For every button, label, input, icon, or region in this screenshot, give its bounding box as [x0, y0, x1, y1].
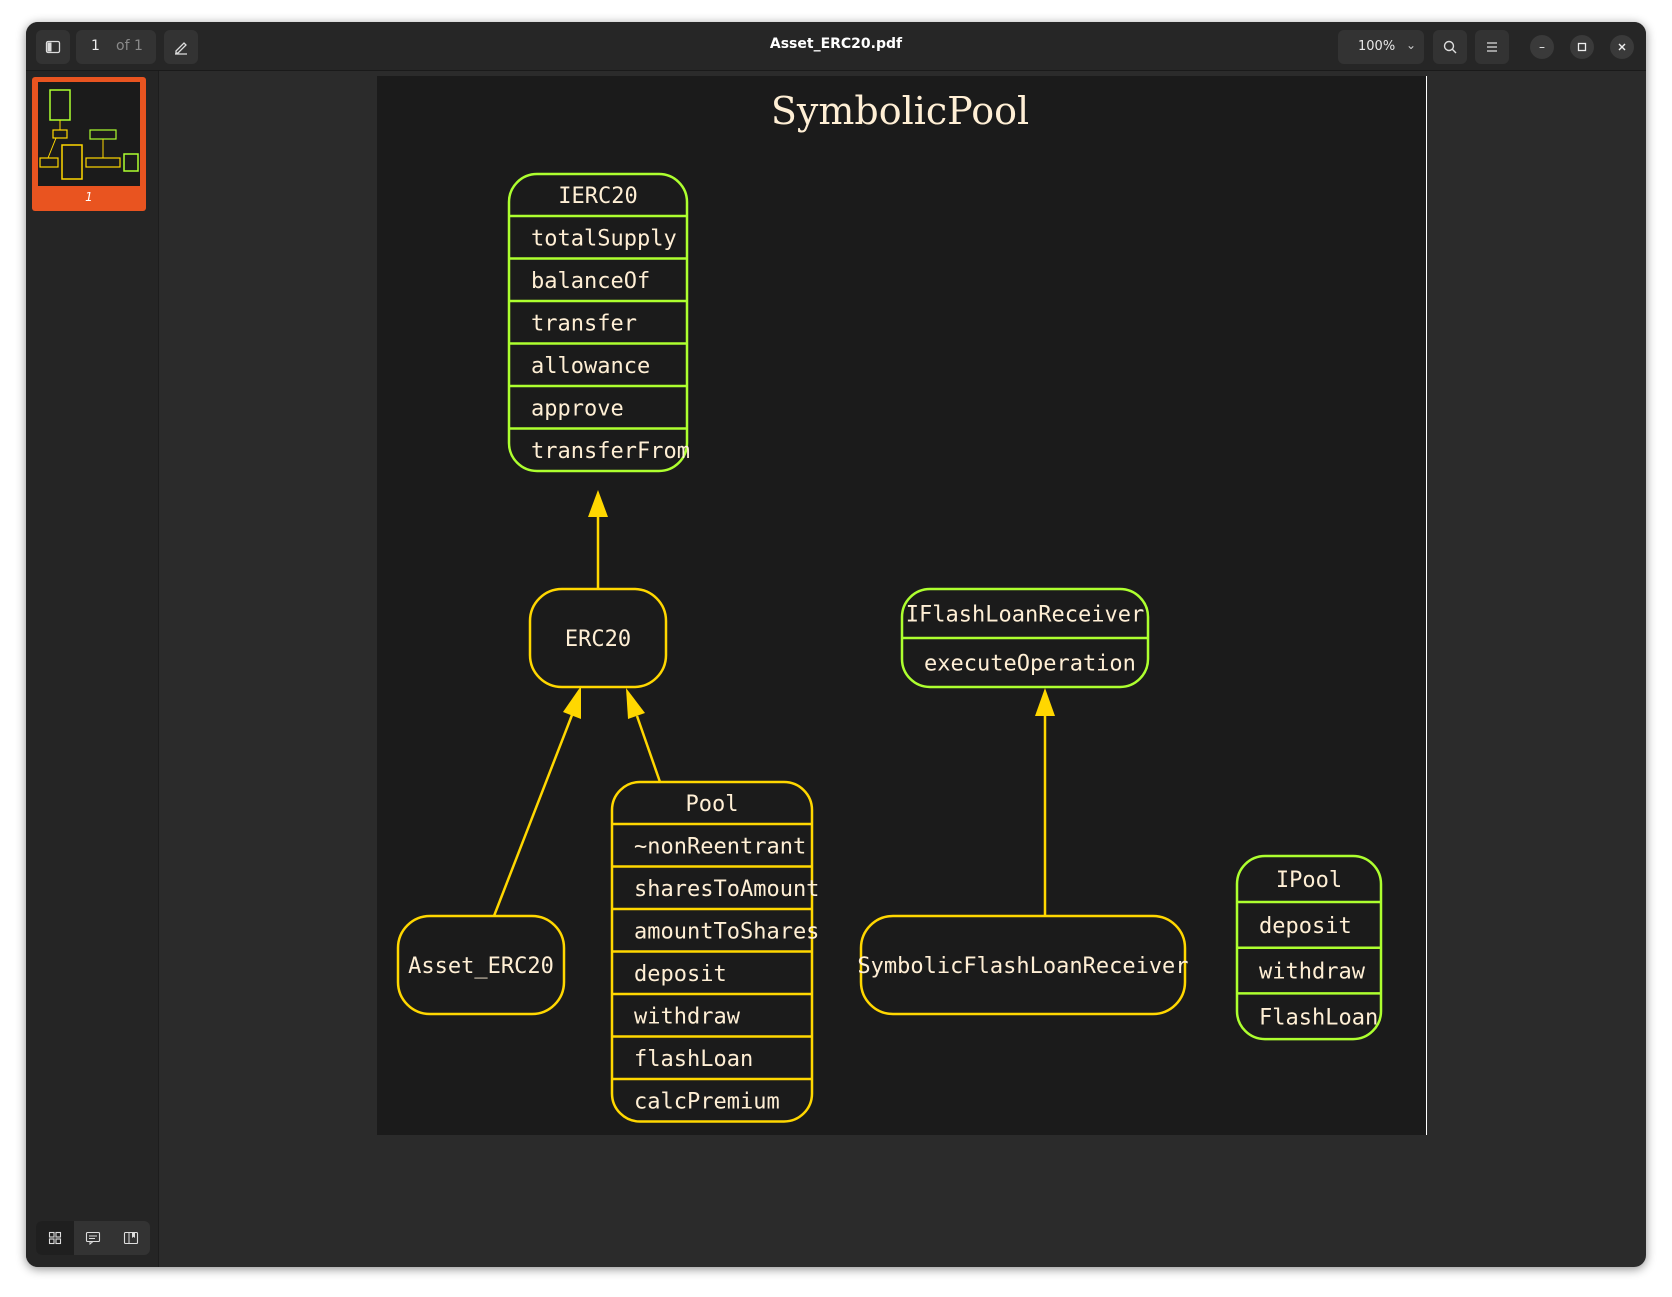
pdf-page: SymbolicPool IERC20 totalSupply balanceOf t… — [377, 76, 1428, 1135]
bookmark-icon — [123, 1231, 139, 1245]
thumbnail-sidebar: 1 — [26, 71, 159, 1267]
node-member: amountToShares — [634, 919, 819, 944]
node-header: IERC20 — [558, 184, 637, 209]
thumbnail-page-number: 1 — [85, 190, 93, 204]
bookmarks-mode-button[interactable] — [112, 1221, 150, 1255]
annotate-button[interactable] — [164, 30, 198, 64]
inheritance-arrows — [492, 490, 1055, 917]
node-header: IFlashLoanReceiver — [906, 603, 1144, 628]
maximize-icon — [1577, 42, 1587, 52]
node-member: totalSupply — [531, 226, 677, 251]
node-member: deposit — [634, 962, 727, 987]
zoom-level: 100% — [1358, 39, 1396, 54]
chevron-down-icon: ⌄ — [1406, 38, 1417, 52]
node-member: balanceOf — [531, 269, 650, 294]
page-number-entry[interactable]: 1 of 1 — [76, 30, 156, 64]
node-ierc20: IERC20 totalSupply balanceOf transfer allowa… — [507, 172, 690, 473]
page-total: of 1 — [116, 38, 143, 54]
pdf-viewer-window: 1 of 1 Asset_ERC20.pdf 100% ⌄ — [26, 22, 1646, 1267]
thumbnail-preview — [38, 82, 140, 186]
thumbnails-mode-button[interactable] — [36, 1221, 74, 1255]
sidebar-toggle-icon — [45, 40, 61, 54]
minimize-icon: – — [1539, 40, 1545, 54]
node-iflashloanreceiver: IFlashLoanReceiver executeOperation — [900, 587, 1150, 689]
search-icon — [1443, 40, 1457, 54]
comment-icon — [85, 1231, 101, 1245]
sidebar-toggle-button[interactable] — [36, 30, 70, 64]
node-member: FlashLoan — [1259, 1005, 1378, 1030]
main-menu-button[interactable] — [1475, 30, 1509, 64]
header-bar: 1 of 1 Asset_ERC20.pdf 100% ⌄ — [26, 22, 1646, 71]
node-member: deposit — [1259, 914, 1352, 939]
node-header: IPool — [1276, 868, 1342, 893]
node-header: Pool — [686, 792, 739, 817]
node-member: ~nonReentrant — [634, 834, 806, 859]
node-header: SymbolicFlashLoanReceiver — [857, 954, 1188, 979]
node-member: transfer — [531, 311, 637, 336]
zoom-dropdown[interactable]: 100% ⌄ — [1338, 30, 1424, 64]
page-thumbnail[interactable]: 1 — [32, 77, 146, 211]
class-diagram: SymbolicPool IERC20 totalSupply balanceOf t… — [396, 76, 1428, 1135]
maximize-button[interactable] — [1570, 35, 1594, 59]
hamburger-menu-icon — [1487, 42, 1497, 52]
pencil-icon — [175, 42, 187, 55]
document-title: Asset_ERC20.pdf — [769, 36, 903, 52]
close-icon — [1618, 43, 1626, 51]
minimize-button[interactable]: – — [1530, 35, 1554, 59]
node-pool: Pool ~nonReentrant sharesToAmount amountToS… — [610, 780, 819, 1123]
diagram-title: SymbolicPool — [771, 89, 1029, 133]
node-member: withdraw — [1259, 960, 1366, 985]
node-erc20: ERC20 — [528, 587, 668, 689]
node-member: approve — [531, 396, 624, 421]
node-symbolicflashloanreceiver: SymbolicFlashLoanReceiver — [857, 914, 1189, 1016]
node-member: sharesToAmount — [634, 877, 819, 902]
current-page[interactable]: 1 — [91, 38, 100, 54]
node-header: Asset_ERC20 — [408, 954, 554, 979]
grid-icon — [48, 1231, 62, 1245]
node-member: withdraw — [634, 1004, 741, 1029]
node-member: flashLoan — [634, 1047, 753, 1072]
annotations-mode-button[interactable] — [74, 1221, 112, 1255]
node-header: ERC20 — [565, 627, 631, 652]
node-member: executeOperation — [924, 652, 1136, 677]
node-member: calcPremium — [634, 1089, 780, 1114]
node-member: transferFrom — [531, 439, 690, 464]
search-button[interactable] — [1433, 30, 1467, 64]
sidebar-mode-switcher — [36, 1221, 150, 1255]
node-member: allowance — [531, 354, 650, 379]
node-asset-erc20: Asset_ERC20 — [396, 914, 566, 1016]
close-button[interactable] — [1610, 35, 1634, 59]
